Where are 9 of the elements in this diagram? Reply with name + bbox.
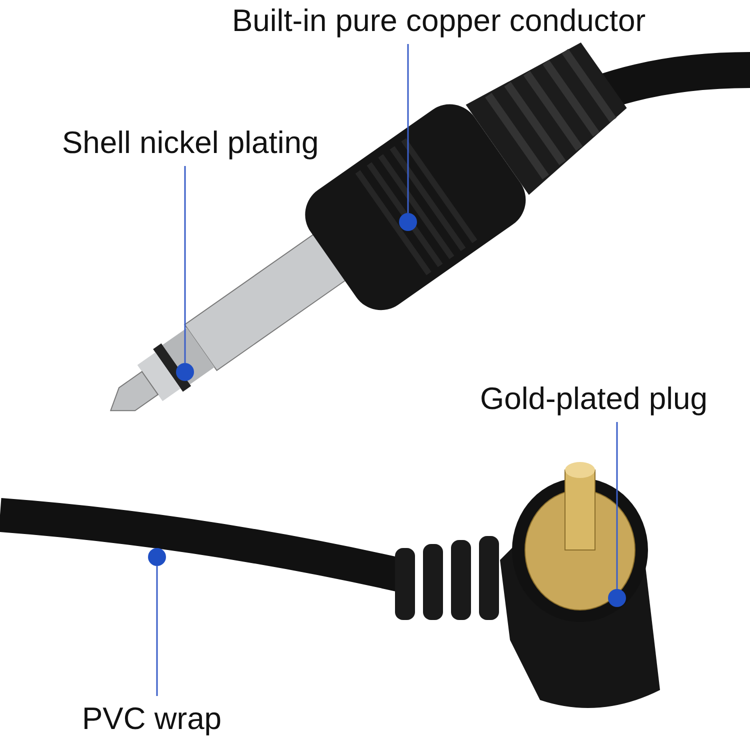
leader-line [407,44,409,213]
leader-line [156,566,158,696]
callout-label: Gold-plated plug [480,380,708,418]
callout-label: Built-in pure copper conductor [232,2,646,40]
leader-line [616,422,618,589]
callout-label: PVC wrap [82,700,222,738]
callout-dot [148,548,166,566]
leader-line [184,166,186,363]
callout-label: Shell nickel plating [62,124,319,162]
